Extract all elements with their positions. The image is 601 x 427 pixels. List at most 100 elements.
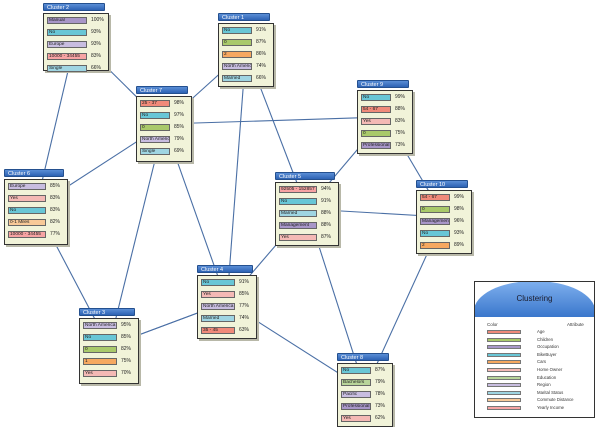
attribute-percent: 73% [395,142,406,148]
attribute-bar: No [83,334,117,341]
cluster-title: Cluster 4 [197,265,253,273]
attribute-percent: 85% [239,291,250,297]
legend-swatch [487,345,521,350]
legend-label: Marital Status [537,389,564,395]
attribute-percent: 86% [256,51,267,57]
attribute-percent: 74% [256,63,267,69]
attribute-bar: No [47,29,87,36]
legend-label: Cars [537,359,547,365]
cluster-row: Yes 85% [201,291,255,298]
attribute-percent: 87% [321,234,332,240]
cluster-title: Cluster 9 [357,80,409,88]
attribute-percent: 82% [121,346,132,352]
attribute-bar: Yes [8,195,46,202]
attribute-percent: 98% [454,206,465,212]
legend-label: Occupation [537,344,559,350]
attribute-bar: 54 - 67 [420,194,450,201]
attribute-percent: 79% [174,136,185,142]
attribute-bar: Yes [201,291,235,298]
attribute-bar: Bachelors [341,379,371,386]
attribute-percent: 93% [91,41,102,47]
attribute-percent: 85% [50,183,61,189]
attribute-percent: 83% [50,195,61,201]
attribute-percent: 95% [121,322,132,328]
attribute-percent: 75% [121,358,132,364]
attribute-bar: 0 [83,346,117,353]
cluster-row: Europe 85% [8,183,66,190]
attribute-bar: Europe [8,183,46,190]
attribute-percent: 96% [454,218,465,224]
attribute-bar: 0 [222,39,252,46]
legend-swatch [487,375,521,380]
legend-label: Age [537,329,545,334]
attribute-percent: 99% [454,194,465,200]
attribute-percent: 98% [174,100,185,106]
legend-swatch [487,330,521,334]
attribute-bar: 2 [420,242,450,249]
attribute-percent: 82% [50,219,61,225]
legend-label: Yearly Income [537,405,565,410]
attribute-percent: 74% [239,315,250,321]
cluster-row: No 93% [420,230,470,237]
attribute-bar: Pacific [341,391,371,398]
legend-label: Home Owner [537,367,563,372]
attribute-bar: No [420,230,450,237]
attribute-percent: 88% [321,222,332,228]
attribute-bar: Yes [279,234,317,241]
attribute-percent: 75% [395,130,406,136]
attribute-percent: 97% [174,112,185,118]
legend-swatch [487,368,521,372]
legend-label: BikeBuyer [537,351,557,357]
attribute-bar: Married [201,315,235,322]
attribute-bar: 10000 - 34455 [47,53,87,60]
legend-label: Children [537,336,554,342]
legend-label: Commute Distance [537,397,574,403]
legend-label: Education [537,374,557,380]
attribute-percent: 93% [454,230,465,236]
attribute-percent: 99% [395,94,406,100]
attribute-bar: Europe [47,41,87,48]
edge-c7-c9 [163,116,386,125]
attribute-bar: Married [279,210,317,217]
cluster-title: Cluster 10 [416,180,468,188]
attribute-percent: 77% [50,231,61,237]
cluster-row: 54 - 67 99% [420,194,470,201]
attribute-bar: 25 - 37 [140,100,170,107]
